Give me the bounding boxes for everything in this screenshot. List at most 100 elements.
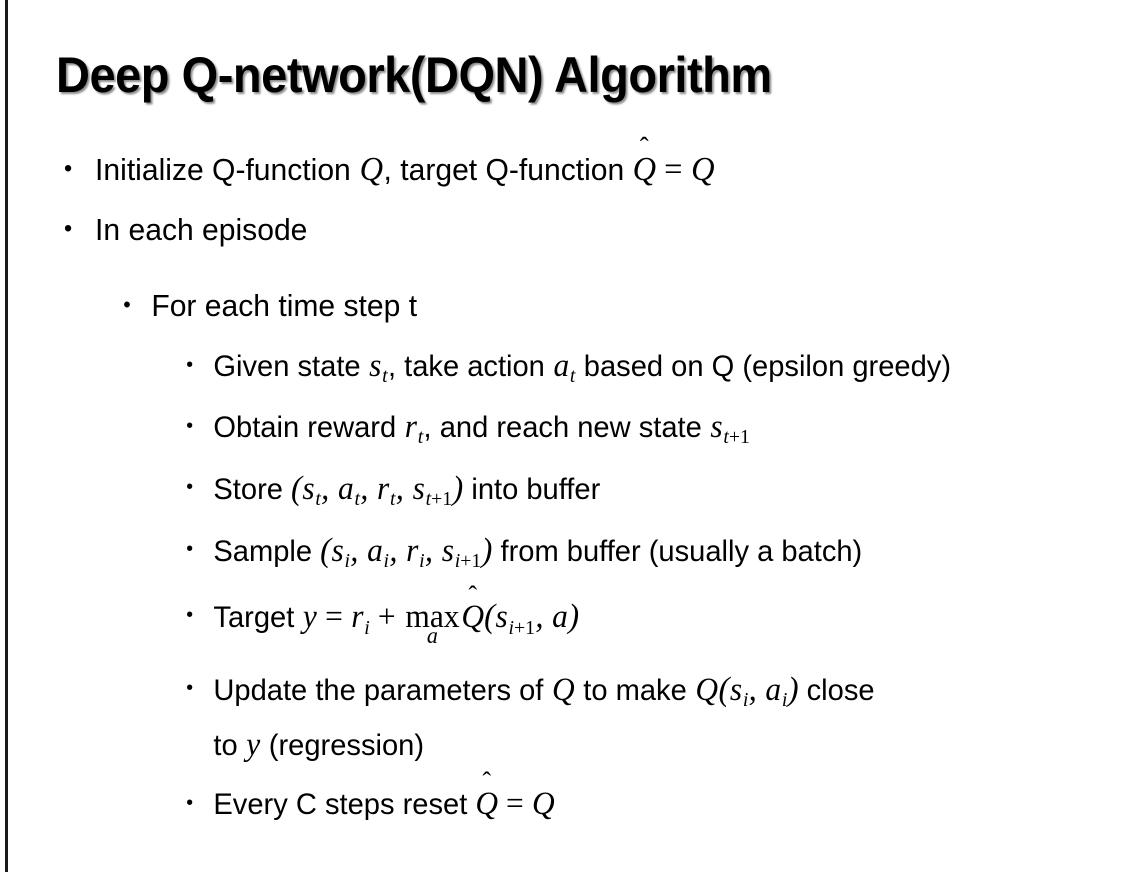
math-var-r: r [406,533,419,570]
math-comma: , [321,470,338,508]
math-var-q-hat-base: Q [632,151,657,188]
math-var-s: s [331,533,344,570]
text-run: Initialize Q-function [95,152,360,187]
text-run: , target Q-function [383,152,633,187]
bullet-store-into-buffer-text: Store (st, at, rt, st+1) into buffer [213,466,1061,522]
bullet-for-each-time-step-text: For each time step t [151,288,418,323]
text-run: Given state [213,350,369,383]
math-equals: = [656,151,691,188]
bullet-marker-icon: • [186,415,194,438]
math-var-q-hat-base: Q [475,785,499,822]
math-sub-i: i [419,550,425,573]
math-sub-t: t [382,365,388,388]
text-run: , and reach new state [423,411,710,445]
math-equals: = [317,599,351,636]
math-var-s: s [495,599,508,636]
bullet-obtain-reward: • Obtain reward rt, and reach new state … [0,405,1090,460]
bullet-marker-icon: • [64,215,73,242]
math-var-s: s [441,533,454,570]
math-var-a: a [553,348,570,384]
bullet-list: • Initialize Q-function Q, target Q-func… [0,148,1124,827]
math-sub-base: t [425,488,432,511]
text-run: close to [213,673,875,762]
math-var-a: a [337,471,354,508]
bullet-marker-icon: • [186,538,194,561]
text-run: Obtain reward [213,411,405,445]
bullet-obtain-reward-text: Obtain reward rt, and reach new state st… [213,405,1061,460]
bullet-in-each-episode: • In each episode [0,208,1090,268]
math-var-r: r [351,599,364,636]
math-comma: , [535,598,552,636]
math-sub-t: t [569,365,576,388]
math-var-y: y [302,599,317,636]
text-run: Every C steps reset [213,787,476,821]
math-var-r: r [377,471,390,508]
text-run: Target [213,601,303,635]
math-sub-i-plus-1: i+1 [454,550,482,573]
math-max-underscript: a [426,622,438,648]
math-var-q2: Q [691,151,715,188]
left-edge-bar [5,0,8,872]
math-var-s: s [369,348,382,384]
bullet-marker-icon: • [186,604,194,627]
math-paren-open: ( [484,598,495,636]
text-run: to make [575,673,695,707]
bullet-initialize-text: Initialize Q-function Q, target Q-functi… [95,148,1051,192]
bullet-given-state: • Given state st, take action at based o… [0,344,1090,399]
math-sub-i-plus-1: i+1 [508,617,535,639]
math-var-r: r [404,409,417,446]
math-sub-offset: +1 [513,616,536,639]
bullet-marker-icon: • [186,676,194,699]
math-sub-i: i [781,688,788,711]
math-paren-open: ( [718,670,730,708]
math-max-label: max [405,599,460,636]
text-run: from buffer (usually a batch) [492,535,863,569]
math-sub-offset: +1 [431,488,453,511]
text-run: Store [213,473,292,507]
math-paren-close: ) [452,470,464,508]
math-equals: = [498,785,532,822]
text-run: Sample [213,535,321,569]
math-var-s: s [729,671,743,708]
math-sub-t-plus-1: t+1 [425,488,453,511]
math-sub-t: t [417,426,424,449]
text-run: Update the parameters of [213,673,552,707]
bullet-update-parameters: • Update the parameters of Q to make Q(s… [0,667,1090,768]
math-var-q-hat: Q̂ [633,148,656,192]
math-var-s: s [710,409,723,446]
text-run: , take action [387,350,553,383]
math-var-s: s [412,471,425,508]
math-paren-close: ) [787,670,799,708]
bullet-sample-from-buffer: • Sample (si, ai, ri, si+1) from buffer … [0,528,1090,584]
math-var-a: a [367,533,383,570]
math-var-q: Q [551,671,575,708]
math-sub-base: i [454,550,461,573]
bullet-given-state-text: Given state st, take action at based on … [213,344,1061,399]
math-var-y: y [246,726,261,763]
math-paren-close: ) [481,532,493,570]
math-var-q2: Q [695,671,719,708]
bullet-marker-icon: • [64,155,73,182]
math-sub-base: i [508,616,514,639]
math-paren-open: ( [320,532,332,570]
math-var-a: a [765,671,782,708]
bullet-initialize: • Initialize Q-function Q, target Q-func… [0,148,1090,208]
math-sub-i: i [364,616,370,639]
bullet-for-each-time-step: • For each time step t [0,284,1090,336]
math-sub-offset: +1 [460,550,482,573]
math-sub-i: i [383,550,390,573]
bullet-sample-from-buffer-text: Sample (si, ai, ri, si+1) from buffer (u… [213,528,1061,584]
math-sub-t-plus-1: t+1 [723,426,750,448]
bullet-every-c-steps-text: Every C steps reset Q̂ = Q [213,782,1061,827]
text-run: (regression) [260,728,425,762]
math-var-q-hat: Q̂ [461,595,484,640]
math-sub-i: i [344,550,351,573]
bullet-in-each-episode-text: In each episode [95,212,308,247]
math-comma: , [389,532,406,570]
math-comma: , [748,670,765,708]
page-title: Deep Q-network(DQN) Algorithm [56,47,772,103]
